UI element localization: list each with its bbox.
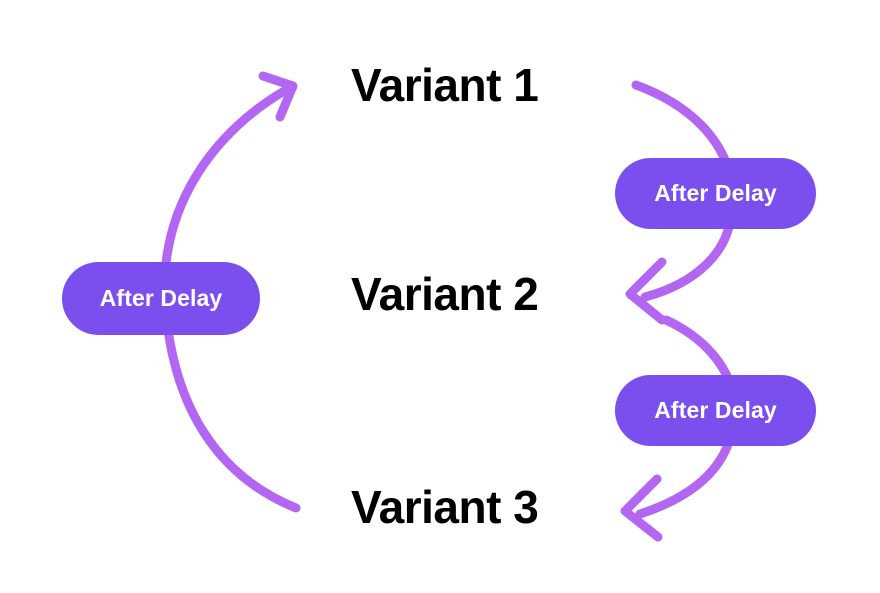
arrow-v2-to-v3-arrowhead [620, 474, 663, 542]
arrow-v1-to-v2-arrowhead [625, 257, 667, 325]
after-delay-pill-right-bottom[interactable]: After Delay [615, 375, 816, 446]
after-delay-pill-right-top[interactable]: After Delay [615, 158, 816, 229]
after-delay-pill-left[interactable]: After Delay [62, 262, 260, 335]
arrow-v2-to-v3-curve-lower [635, 430, 736, 519]
variant-label-1: Variant 1 [351, 59, 539, 111]
variant-label-3: Variant 3 [351, 481, 539, 533]
loop-back-arrowhead [258, 71, 298, 122]
variant-label-2: Variant 2 [351, 268, 539, 320]
